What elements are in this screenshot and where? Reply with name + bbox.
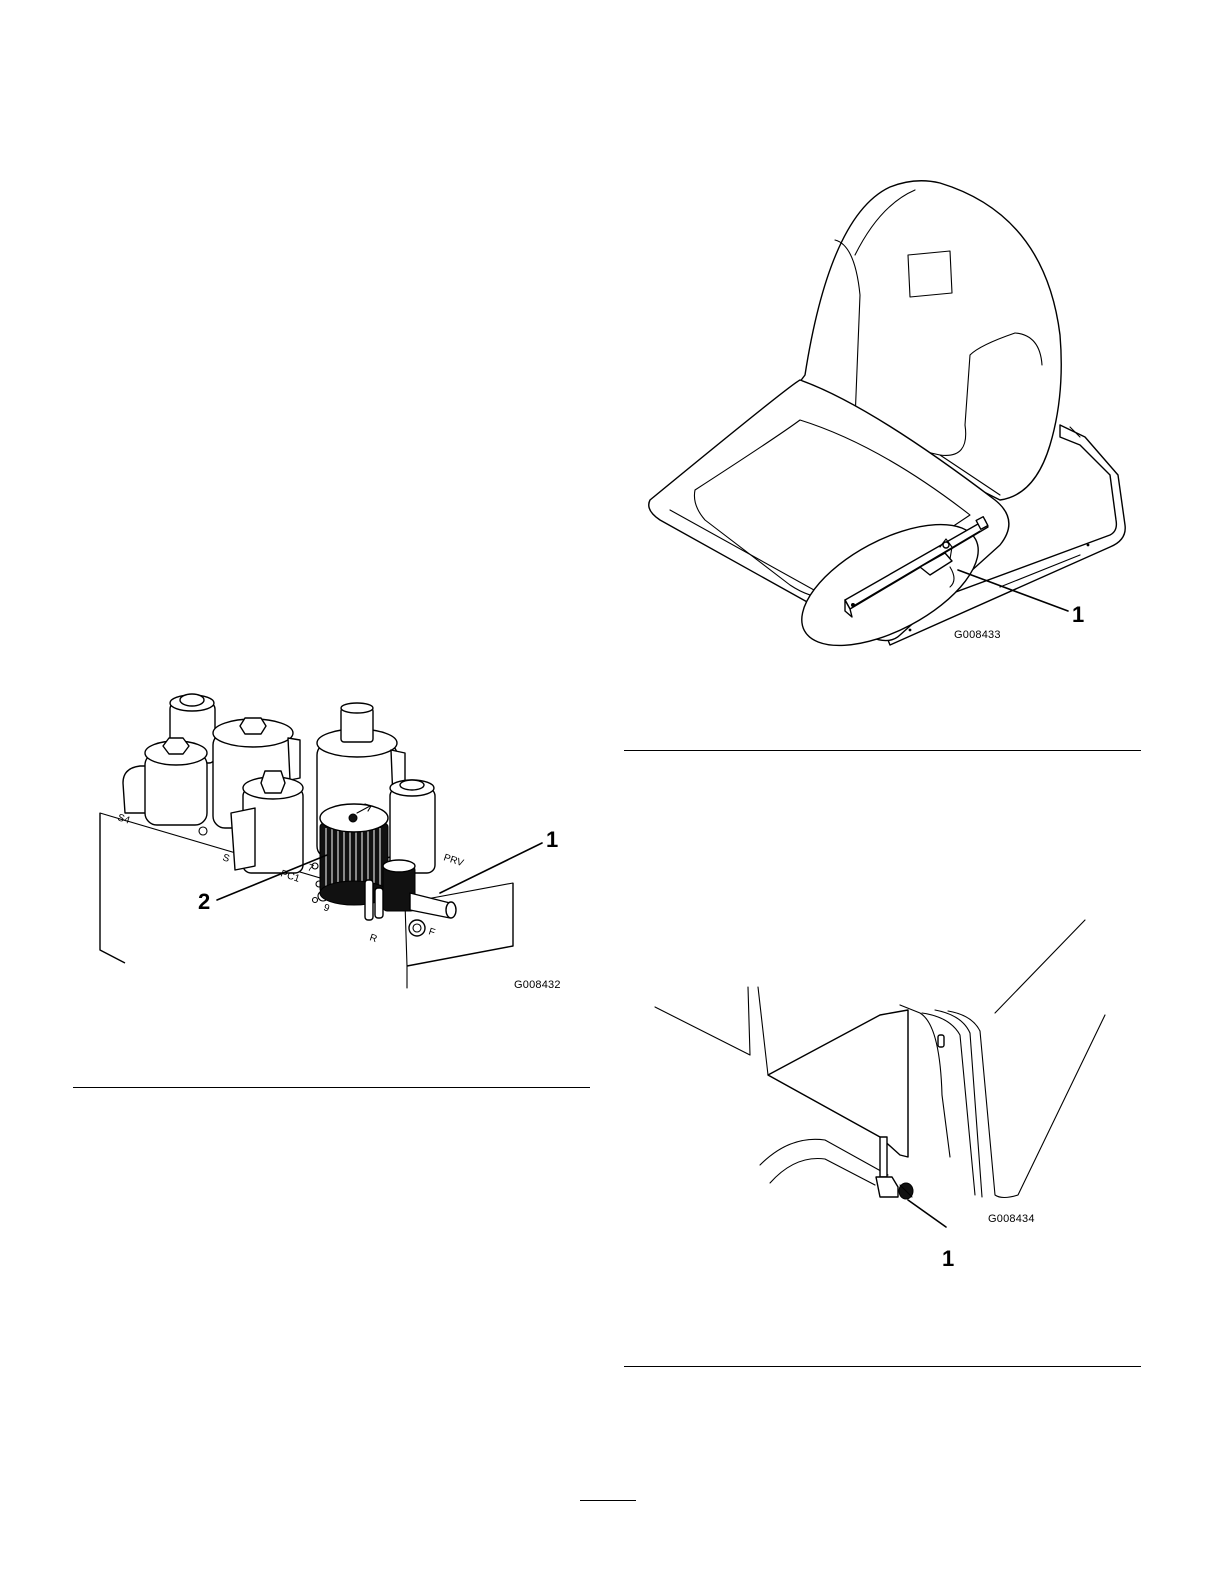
port-label-s4: S4 bbox=[116, 812, 131, 826]
drain-figure-code: G008434 bbox=[988, 1214, 1035, 1225]
drain-illustration bbox=[650, 915, 1120, 1255]
drain-figure-rule bbox=[624, 1366, 1141, 1367]
manifold-figure-code: G008432 bbox=[514, 980, 561, 991]
seat-figure-code: G008433 bbox=[954, 630, 1001, 641]
seat-figure-rule bbox=[624, 750, 1141, 751]
drain-callout-1: 1 bbox=[942, 1248, 954, 1270]
port-label-prv: PRV bbox=[442, 852, 465, 869]
manifold-callout-1: 1 bbox=[546, 829, 558, 851]
port-label-r: R bbox=[368, 932, 378, 945]
seat-illustration bbox=[640, 175, 1140, 665]
manifold-figure: S4 S PC1 7 9 PRV R F bbox=[95, 688, 575, 990]
seat-figure bbox=[640, 175, 1140, 665]
port-label-f: F bbox=[427, 926, 436, 938]
page-footer-rule bbox=[580, 1500, 636, 1501]
manifold-callout-2: 2 bbox=[198, 891, 210, 913]
drain-figure bbox=[650, 915, 1120, 1255]
manifold-figure-rule bbox=[73, 1087, 590, 1088]
port-label-9: 9 bbox=[322, 902, 331, 914]
port-label-s: S bbox=[221, 852, 231, 865]
seat-callout-1: 1 bbox=[1072, 604, 1084, 626]
manifold-illustration: S4 S PC1 7 9 PRV R F bbox=[95, 688, 575, 990]
